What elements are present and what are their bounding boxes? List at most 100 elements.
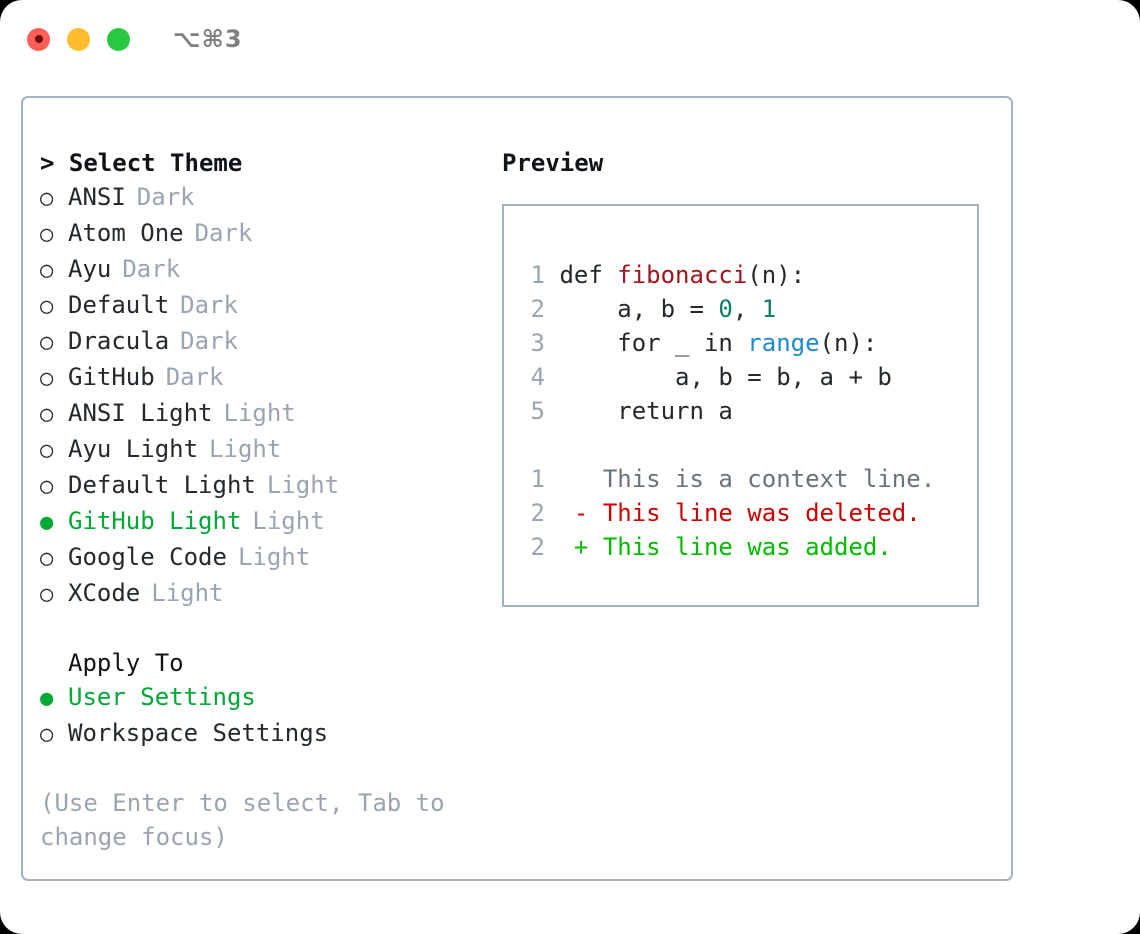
shortcut-label: ⌥⌘3 [173, 25, 243, 53]
preview-box: 1 def fibonacci(n): 2 a, b = 0, 1 3 for … [502, 204, 979, 607]
preview-column: Preview 1 def fibonacci(n): 2 a, b = 0, … [488, 98, 1011, 879]
radio-icon: ○ [40, 294, 54, 319]
radio-icon: ○ [40, 582, 54, 607]
theme-list-item[interactable]: ○ Default Dark [40, 288, 488, 324]
theme-category: Dark [136, 183, 195, 211]
radio-icon: ○ [40, 186, 54, 211]
theme-name: Dracula [68, 327, 170, 355]
diff-sign-minus: - [573, 499, 589, 527]
traffic-lights [27, 27, 130, 51]
radio-icon: ○ [40, 222, 54, 247]
code-segment: a, b = b, a + b [559, 363, 892, 391]
diff-sign [574, 465, 588, 493]
theme-category: Light [252, 507, 325, 535]
theme-name: Ayu Light [68, 435, 199, 463]
list-spacer [40, 612, 488, 646]
code-segment: for _ in [559, 329, 748, 357]
theme-category: Light [151, 579, 224, 607]
title-bar: ⌥⌘3 [0, 0, 1140, 78]
prompt-chevron-icon: > [40, 149, 55, 177]
code-segment: a, b = [559, 295, 719, 323]
theme-category: Light [237, 543, 311, 571]
radio-icon: ○ [40, 722, 54, 747]
theme-list-item[interactable]: ○ Default Light Light [40, 468, 488, 504]
radio-icon: ○ [40, 546, 54, 571]
code-segment-number: 0 [718, 295, 733, 323]
theme-name: Atom One [68, 219, 184, 247]
preview-title: Preview [502, 149, 604, 177]
code-line: 2 a, b = 0, 1 [521, 292, 977, 326]
theme-category: Dark [180, 291, 238, 319]
apply-to-item-workspace-settings[interactable]: ○ Workspace Settings [40, 716, 488, 752]
line-number: 1 [530, 465, 545, 493]
line-number: 5 [530, 397, 545, 425]
code-line: 4 a, b = b, a + b [521, 360, 977, 394]
theme-category: Dark [165, 363, 224, 391]
theme-name: Ayu [68, 255, 112, 283]
apply-to-label: Workspace Settings [68, 719, 329, 747]
radio-icon-selected: ● [40, 686, 54, 711]
keyboard-hint: (Use Enter to select, Tab to change focu… [40, 789, 445, 851]
diff-sign-plus: + [573, 533, 589, 561]
code-diff-spacer [521, 428, 977, 462]
code-segment: (n): [747, 261, 806, 289]
diff-text: This line was added. [602, 533, 892, 561]
radio-icon: ○ [40, 366, 54, 391]
theme-category: Dark [194, 219, 253, 247]
diff-sample: 1 This is a context line. 2 - This line … [521, 462, 977, 564]
code-segment: return a [559, 397, 733, 425]
minimize-button[interactable] [67, 27, 90, 51]
code-segment-number: 1 [761, 295, 777, 323]
theme-list-item[interactable]: ○ Ayu Dark [40, 252, 488, 288]
line-number: 2 [530, 533, 545, 561]
radio-icon: ○ [40, 438, 54, 463]
code-segment-function: fibonacci [617, 261, 748, 289]
hint-spacer [40, 752, 488, 786]
theme-category: Light [223, 399, 296, 427]
apply-to-header: Apply To [68, 649, 184, 677]
theme-list-item[interactable]: ○ Dracula Dark [40, 324, 488, 360]
line-number: 2 [530, 295, 545, 323]
apply-to-item-user-settings[interactable]: ●User Settings [40, 680, 488, 716]
radio-icon: ○ [40, 402, 54, 427]
code-sample: 1 def fibonacci(n): 2 a, b = 0, 1 3 for … [521, 258, 977, 428]
theme-list-item[interactable]: ○ GitHub Dark [40, 360, 488, 396]
theme-category: Dark [180, 327, 238, 355]
diff-line-context: 1 This is a context line. [521, 462, 977, 496]
theme-list-item[interactable]: ○ Google Code Light [40, 540, 488, 576]
radio-icon: ○ [40, 330, 54, 355]
line-number: 3 [530, 329, 545, 357]
radio-icon: ○ [40, 474, 54, 499]
theme-name: GitHub [68, 363, 155, 391]
diff-text: This is a context line. [602, 465, 936, 493]
maximize-button[interactable] [107, 27, 130, 51]
theme-list-item[interactable]: ○ ANSI Dark [40, 180, 488, 216]
code-segment-builtin: range [747, 329, 820, 357]
theme-name: Default [68, 291, 170, 319]
radio-icon: ○ [40, 258, 54, 283]
code-segment: (n): [819, 329, 878, 357]
theme-name: Default Light [68, 471, 256, 499]
code-line: 5 return a [521, 394, 977, 428]
code-segment: , [732, 295, 762, 323]
theme-name: ANSI [68, 183, 126, 211]
diff-line-deleted: 2 - This line was deleted. [521, 496, 977, 530]
close-button[interactable] [27, 27, 50, 51]
line-number: 4 [530, 363, 545, 391]
line-number: 1 [530, 261, 545, 289]
theme-name: Google Code [68, 543, 227, 571]
apply-to-list: ●User Settings ○ Workspace Settings [40, 680, 488, 752]
theme-category: Light [266, 471, 340, 499]
theme-category: Dark [122, 255, 181, 283]
diff-text: This line was deleted. [602, 499, 921, 527]
theme-list-item[interactable]: ○ Atom One Dark [40, 216, 488, 252]
diff-line-added: 2 + This line was added. [521, 530, 977, 564]
page-title-label: Select Theme [68, 149, 243, 177]
theme-name: GitHub Light [68, 507, 242, 535]
